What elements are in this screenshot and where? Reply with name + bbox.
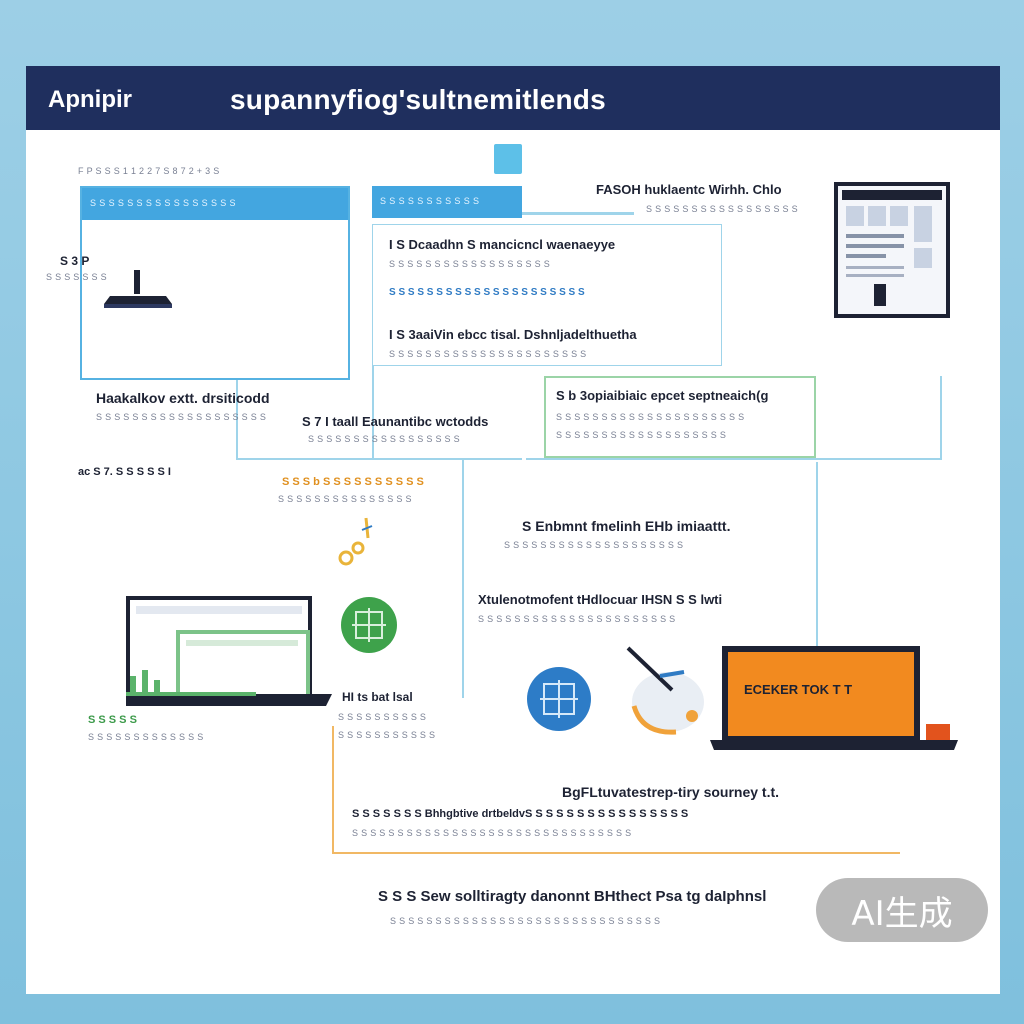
mid-left-sub: S S S S S S S S S S S S S S S S S bbox=[308, 434, 460, 444]
desktop-computer-icon bbox=[100, 266, 176, 310]
left-side-sublabel: S S S S S S S bbox=[46, 272, 107, 282]
center-row2: S S S S S S S S S S S S S S S S S S S S … bbox=[389, 287, 585, 298]
mid-col-caption-sub2: S S S S S S S S S S S bbox=[338, 730, 436, 740]
mid-col-caption-sub1: S S S S S S S S S S bbox=[338, 712, 427, 722]
bottom-mid-row: S S S S S S S Bhhgbtive drtbeldvS S S S … bbox=[352, 808, 689, 820]
mid-right-2-sub: S S S S S S S S S S S S S S S S S S S S … bbox=[478, 614, 676, 624]
center-panel: S S S S S S S S S S S bbox=[372, 186, 522, 218]
orange-label-sub: S S S S S S S S S S S S S S S bbox=[278, 494, 412, 504]
bottom-sub: S S S S S S S S S S S S S S S S S S S S … bbox=[390, 916, 661, 926]
center-row1-sub: S S S S S S S S S S S S S S S S S S bbox=[389, 259, 551, 269]
green-panel-sub1: S S S S S S S S S S S S S S S S S S S S … bbox=[556, 412, 745, 422]
laptop-left-icon bbox=[126, 596, 332, 708]
laptop-left-caption-title: S S S S S bbox=[88, 714, 137, 726]
center-box: I S Dcaadhn S mancicncl waenaeyye S S S … bbox=[372, 224, 722, 366]
center-panel-header: S S S S S S S S S S S bbox=[372, 186, 522, 218]
connector-bottom-orange-vertical bbox=[332, 726, 334, 852]
mid-right-1-title: S Enbmnt fmelinh EHb imiaattt. bbox=[522, 518, 731, 534]
connector-left-horizontal bbox=[236, 458, 522, 460]
diagram-card: Apnipir supannyfiog'sultnemitlends F P S… bbox=[26, 66, 1000, 994]
top-right-sub: S S S S S S S S S S S S S S S S S bbox=[646, 204, 798, 214]
left-panel-header-text: S S S S S S S S S S S S S S S S bbox=[90, 198, 236, 208]
connector-vertical-left-panel bbox=[236, 378, 238, 460]
laptop-orange-icon bbox=[710, 644, 960, 756]
left-panel-title: Haakalkov extt. drsiticodd bbox=[96, 390, 270, 406]
ai-generated-watermark: AI生成 bbox=[816, 878, 988, 942]
left-panel-header: S S S S S S S S S S S S S S S S bbox=[82, 188, 348, 220]
connector-mid-horizontal bbox=[526, 458, 942, 460]
center-row3-sub: S S S S S S S S S S S S S S S S S S S S … bbox=[389, 349, 587, 359]
connector-right-vertical-2 bbox=[816, 462, 818, 648]
brand-logo-text: Apnipir bbox=[48, 86, 132, 113]
document-thumbnail-icon bbox=[834, 182, 950, 318]
blue-network-globe-icon bbox=[526, 666, 592, 732]
mid-col-caption-title: HI ts bat lsal bbox=[342, 690, 413, 704]
orange-label-title: S S S b S S S S S S S S S S bbox=[282, 476, 424, 488]
mid-right-2-title: Xtulenotmofent tHdlocuar IHSN S S lwti bbox=[478, 592, 723, 607]
connector-right-vertical bbox=[940, 376, 942, 460]
left-panel: S S S S S S S S S S S S S S S S Haakalko… bbox=[80, 186, 350, 422]
laptop-left-caption-sub: S S S S S S S S S S S S S bbox=[88, 732, 204, 742]
green-network-globe-icon bbox=[340, 596, 398, 654]
bottom-mid-row-sub: S S S S S S S S S S S S S S S S S S S S … bbox=[352, 828, 632, 838]
laptop-right-screen-text: ECEKER TOK T T bbox=[744, 682, 853, 697]
top-meta-label: F P S S S 1 1 2 2 7 S 8 7 2 + 3 S bbox=[78, 166, 220, 176]
connector-top-horizontal bbox=[510, 212, 634, 215]
mid-right-1-sub: S S S S S S S S S S S S S S S S S S S S bbox=[504, 540, 684, 550]
sparkle-trail-icon bbox=[336, 508, 376, 568]
left-panel-subtitle: S S S S S S S S S S S S S S S S S S S bbox=[96, 412, 267, 422]
diagram-title: supannyfiog'sultnemitlends bbox=[230, 84, 606, 115]
center-panel-header-text: S S S S S S S S S S S bbox=[380, 196, 480, 206]
header-bar: Apnipir supannyfiog'sultnemitlends bbox=[26, 66, 1000, 130]
green-panel-title: S b 3opiaibiaic epcet septneaich(g bbox=[556, 388, 769, 403]
center-row1-title: I S Dcaadhn S mancicncl waenaeyye bbox=[389, 237, 616, 252]
connector-center-vertical-long bbox=[462, 458, 464, 698]
cyan-square-icon bbox=[494, 144, 522, 174]
connector-bottom-orange-horizontal bbox=[332, 852, 900, 854]
green-panel: S b 3opiaibiaic epcet septneaich(g S S S… bbox=[544, 376, 816, 458]
left-side-label: S 3 P bbox=[60, 254, 90, 268]
green-panel-sub2: S S S S S S S S S S S S S S S S S S S bbox=[556, 430, 727, 440]
pen-splash-icon bbox=[622, 646, 718, 740]
center-row3-title: I S 3aaiVin ebcc tisal. Dshnljadelthueth… bbox=[389, 327, 637, 342]
bottom-title: S S S Sew solltiragty danonnt BHthect Ps… bbox=[378, 888, 767, 905]
top-right-title: FASOH huklaentc Wirhh. Chlo bbox=[596, 182, 782, 197]
bottom-mid-title: BgFLtuvatestrep-tiry sourney t.t. bbox=[562, 784, 780, 800]
mid-left-title: S 7 I taall Eaunantibc wctodds bbox=[302, 414, 489, 429]
left-note: ac S 7. S S S S S I bbox=[78, 466, 171, 478]
